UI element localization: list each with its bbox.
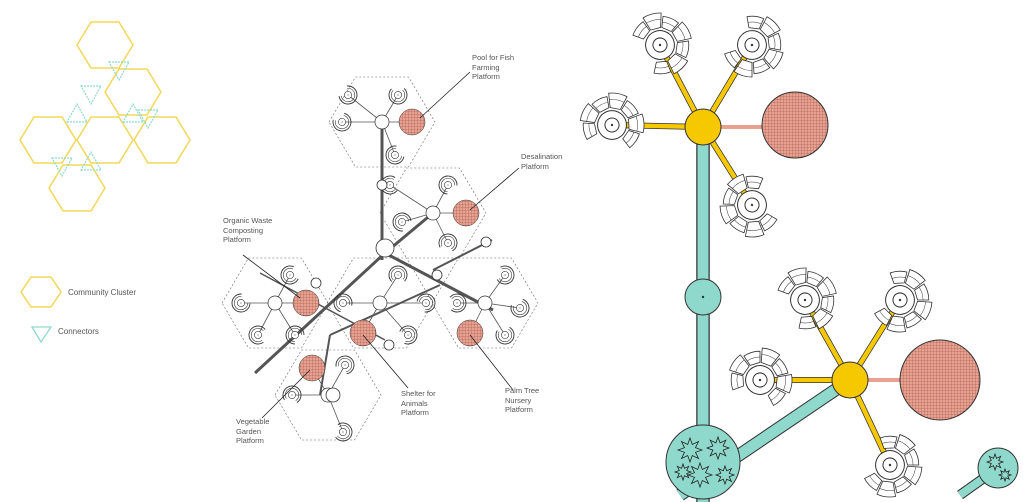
connector-triangle [65, 102, 89, 123]
dwelling-unit [510, 299, 530, 318]
node-circle [431, 269, 443, 281]
dwelling-unit [495, 326, 515, 345]
community-cluster-hexagon [19, 116, 77, 164]
leader-line [419, 71, 471, 119]
dwelling-unit [392, 212, 412, 232]
legend-hexagon-icon [20, 276, 62, 308]
dwelling-unit [282, 385, 302, 403]
connector-triangle [50, 157, 74, 178]
dwelling-unit [335, 355, 355, 375]
palm-tree-icon [714, 464, 736, 486]
dwelling-unit [388, 265, 408, 282]
leader-line [362, 334, 409, 389]
hexagon-outline [274, 349, 382, 441]
community-cluster-hexagon [48, 164, 106, 212]
community-cluster-hexagon [133, 116, 191, 164]
dwelling-unit [338, 85, 358, 105]
dwelling-unit [864, 434, 923, 498]
hub-yellow [831, 361, 869, 399]
label-pool-fish-farming: Pool for Fish Farming Platform [472, 53, 515, 81]
dwelling-unit [388, 88, 408, 105]
palm-tree-icon [985, 452, 1005, 472]
desal-platform [452, 199, 480, 227]
node-dot [701, 295, 705, 299]
palm-tree-icon [673, 462, 693, 482]
connector-triangle [79, 85, 103, 106]
node-circle [375, 238, 395, 258]
palm-tree-icon [686, 461, 714, 489]
dwelling-unit [729, 347, 793, 406]
palm-tree-icon [705, 435, 731, 461]
dwelling-unit [579, 92, 645, 149]
hexagon-outline [221, 257, 329, 349]
connector-triangle [136, 109, 160, 130]
dwelling-unit [496, 265, 515, 285]
node-circle [376, 179, 388, 191]
label-desalination: Desalination Platform [521, 152, 563, 171]
community-cluster-hexagon [76, 116, 134, 164]
pool-platform-enlarged [761, 91, 829, 159]
community-cluster-hexagon [104, 68, 162, 116]
organic-platform [292, 289, 320, 317]
connector-line [389, 184, 434, 214]
palm-nursery-circle-small [977, 447, 1019, 489]
hub-circle [372, 295, 388, 311]
label-palm-tree-nursery: Palm Tree Nursery Platform [505, 386, 540, 414]
hexagon-outline [379, 167, 487, 259]
palm-nursery-circle [665, 424, 741, 500]
palm-tree-icon [997, 467, 1013, 483]
leader-line [261, 369, 311, 419]
dwelling-unit [438, 175, 458, 195]
dwelling-unit [333, 293, 353, 313]
leader-line [469, 167, 520, 211]
hub-circle [267, 295, 283, 311]
dwelling-unit [332, 112, 352, 132]
legend-community-cluster: Community Cluster [68, 288, 137, 297]
connector-triangle [79, 150, 103, 171]
leader-line [469, 334, 514, 391]
dwelling-unit [231, 293, 251, 313]
dwelling-unit [416, 293, 436, 313]
palm-platform [456, 319, 484, 347]
dwelling-unit [248, 325, 266, 345]
connector-triangle [107, 61, 131, 82]
dwelling-unit [874, 269, 933, 333]
dwelling-unit [449, 293, 467, 313]
dwelling-unit [438, 233, 458, 252]
dwelling-unit [724, 15, 784, 78]
desalination-platform-enlarged [899, 339, 981, 421]
dwelling-unit [335, 422, 353, 442]
label-shelter-animals: Shelter for Animals Platform [401, 389, 436, 417]
label-organic-waste: Organic Waste Composting Platform [223, 216, 273, 244]
connector-line [253, 251, 387, 375]
legend-triangle-icon [30, 326, 53, 344]
dwelling-unit [719, 173, 778, 238]
dwelling-unit [285, 325, 305, 345]
hub-circle [425, 205, 441, 221]
palm-tree-icon [676, 436, 704, 464]
connector-line [329, 284, 441, 336]
hexagon-outline [328, 76, 436, 168]
hub-yellow [684, 108, 722, 146]
dwelling-unit [280, 265, 299, 285]
connector-triangle [121, 102, 145, 123]
node-circle [383, 339, 395, 351]
node-circle [310, 277, 322, 289]
leader-line [242, 254, 301, 299]
dwelling-unit [399, 325, 418, 345]
community-cluster-hexagon [76, 21, 134, 69]
connector-line [384, 251, 494, 312]
dwelling-unit [385, 145, 405, 165]
node-circle [480, 236, 492, 248]
pool-platform [398, 108, 426, 136]
shelter-platform [349, 319, 377, 347]
dwelling-unit [632, 12, 692, 75]
dwelling-unit [777, 267, 837, 330]
label-vegetable-garden: Vegetable Garden Platform [236, 417, 270, 445]
legend-connectors: Connectors [58, 327, 99, 336]
hub-circle [374, 114, 390, 130]
hub-circle [477, 295, 493, 311]
node-circle [325, 387, 341, 403]
